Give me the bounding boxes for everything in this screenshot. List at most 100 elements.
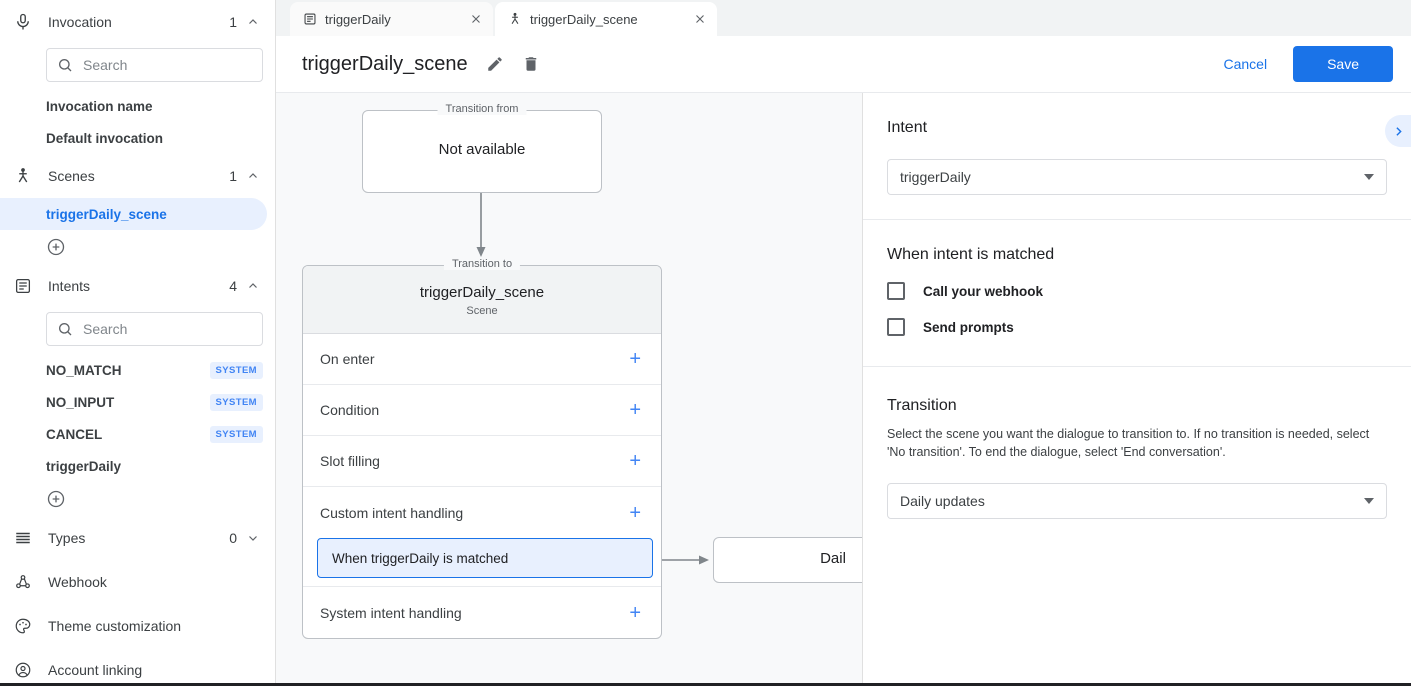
- status-badge: SYSTEM: [209, 393, 263, 411]
- intent-select[interactable]: triggerDaily: [887, 159, 1387, 195]
- trash-icon[interactable]: [522, 55, 540, 73]
- chevron-up-icon[interactable]: [247, 170, 259, 182]
- add-condition-icon[interactable]: +: [629, 399, 641, 421]
- scene-node: Transition to triggerDaily_scene Scene O…: [302, 258, 662, 639]
- content-body: Transition from Not available Transition…: [276, 93, 1411, 686]
- sidebar-item-label: triggerDaily_scene: [46, 206, 167, 222]
- scene-row-label: Condition: [320, 402, 380, 418]
- intent-handler-chip[interactable]: When triggerDaily is matched: [317, 538, 653, 578]
- page-header: triggerDaily_scene Cancel Save: [276, 36, 1411, 93]
- tab-label: triggerDaily_scene: [530, 11, 638, 27]
- horizontal-scrollbar[interactable]: [0, 683, 1411, 686]
- scene-row-label: System intent handling: [320, 604, 462, 621]
- tab-triggerdaily[interactable]: triggerDaily: [290, 2, 493, 36]
- sidebar-section-label: Scenes: [48, 168, 95, 184]
- sidebar-item-invocation-name[interactable]: Invocation name: [0, 90, 275, 122]
- transition-target-value: Dail: [820, 550, 846, 567]
- chevron-down-icon: [1364, 498, 1374, 505]
- scene-row-label: Custom intent handling: [320, 504, 464, 521]
- transition-to-legend: Transition to: [443, 258, 521, 270]
- scene-row-system-intent-handling[interactable]: System intent handling +: [303, 587, 661, 638]
- sidebar-item-cancel[interactable]: CANCEL SYSTEM: [0, 418, 275, 450]
- intents-search-input[interactable]: [83, 321, 252, 337]
- add-on-enter-icon[interactable]: +: [629, 348, 641, 370]
- checkbox-label: Call your webhook: [923, 283, 1044, 299]
- scene-row-custom-intent-handling[interactable]: Custom intent handling +: [303, 487, 661, 538]
- intents-icon: [14, 277, 40, 295]
- close-icon[interactable]: [693, 12, 707, 26]
- transition-select-value: Daily updates: [900, 493, 985, 510]
- add-scene-icon[interactable]: [46, 237, 66, 257]
- main-area: triggerDaily triggerDaily_scene triggerD…: [276, 0, 1411, 686]
- tab-triggerdaily-scene[interactable]: triggerDaily_scene: [495, 2, 717, 36]
- sidebar-section-types[interactable]: Types 0: [0, 516, 275, 560]
- save-button[interactable]: Save: [1293, 46, 1393, 82]
- account-icon: [14, 661, 40, 679]
- scene-row-condition[interactable]: Condition +: [303, 385, 661, 436]
- cancel-button[interactable]: Cancel: [1207, 48, 1283, 80]
- sidebar-item-triggerdaily-scene[interactable]: triggerDaily_scene: [0, 198, 267, 230]
- chevron-up-icon[interactable]: [247, 16, 259, 28]
- transition-heading: Transition: [887, 397, 957, 414]
- sidebar-section-intents[interactable]: Intents 4: [0, 264, 275, 308]
- sidebar-section-scenes[interactable]: Scenes 1: [0, 154, 275, 198]
- close-icon[interactable]: [469, 12, 483, 26]
- scene-node-name: triggerDaily_scene: [419, 284, 545, 301]
- add-intent-icon[interactable]: [46, 489, 66, 509]
- sidebar-item-default-invocation[interactable]: Default invocation: [0, 122, 275, 154]
- transition-select[interactable]: Daily updates: [887, 483, 1387, 520]
- sidebar-item-no-input[interactable]: NO_INPUT SYSTEM: [0, 386, 275, 418]
- transition-target-node: Tr Dail: [713, 537, 862, 583]
- sidebar-item-label: Account linking: [48, 662, 143, 678]
- scene-row-on-enter[interactable]: On enter +: [303, 334, 661, 385]
- add-system-intent-icon[interactable]: +: [629, 601, 641, 624]
- transition-from-value: Not available: [438, 141, 526, 158]
- intents-search-wrap: [0, 308, 275, 354]
- scene-row-slot-filling[interactable]: Slot filling +: [303, 436, 661, 487]
- transition-from-node: Transition from Not available: [362, 103, 602, 193]
- sidebar-item-label: NO_INPUT: [46, 394, 115, 410]
- sidebar-item-label: Default invocation: [46, 130, 164, 146]
- search-icon: [57, 321, 73, 337]
- checkbox-box[interactable]: [887, 282, 905, 300]
- pencil-icon[interactable]: [486, 55, 504, 73]
- invocation-search-box[interactable]: [46, 48, 263, 82]
- scene-graph-canvas[interactable]: Transition from Not available Transition…: [276, 93, 863, 686]
- sidebar-item-label: Theme customization: [48, 618, 182, 634]
- sidebar-item-label: CANCEL: [46, 426, 103, 442]
- chevron-down-icon: [1364, 174, 1374, 180]
- sidebar-section-invocation[interactable]: Invocation 1: [0, 0, 275, 44]
- sidebar-item-label: Webhook: [48, 574, 107, 590]
- scenes-icon: [14, 167, 40, 185]
- sidebar-item-account-linking[interactable]: Account linking: [0, 648, 275, 686]
- status-badge: SYSTEM: [209, 361, 263, 379]
- checkbox-box[interactable]: [887, 318, 905, 336]
- chevron-down-icon[interactable]: [247, 532, 259, 544]
- scene-row-label: Slot filling: [320, 453, 380, 469]
- checkbox-call-your-webhook[interactable]: Call your webhook: [887, 282, 1387, 300]
- sidebar-section-count: 1: [229, 14, 237, 30]
- intent-section: Intent triggerDaily: [863, 93, 1411, 220]
- properties-panel: Intent triggerDaily When intent is match…: [863, 93, 1411, 686]
- intents-search-box[interactable]: [46, 312, 263, 346]
- palette-icon: [14, 617, 40, 635]
- checkbox-send-prompts[interactable]: Send prompts: [887, 318, 1387, 336]
- sidebar-section-count: 0: [229, 530, 237, 546]
- sidebar-section-count: 1: [229, 168, 237, 184]
- sidebar-item-webhook[interactable]: Webhook: [0, 560, 275, 604]
- add-custom-intent-icon[interactable]: +: [629, 501, 641, 524]
- sidebar-item-theme-customization[interactable]: Theme customization: [0, 604, 275, 648]
- transition-description: Select the scene you want the dialogue t…: [887, 427, 1370, 460]
- matched-heading: When intent is matched: [887, 246, 1055, 263]
- sidebar-item-triggerdaily[interactable]: triggerDaily: [0, 450, 275, 482]
- sidebar-section-label: Invocation: [48, 14, 112, 30]
- chevron-right-icon[interactable]: [1385, 115, 1411, 147]
- invocation-search-input[interactable]: [83, 57, 252, 73]
- add-scene-row: [0, 230, 275, 264]
- sidebar-item-no-match[interactable]: NO_MATCH SYSTEM: [0, 354, 275, 386]
- add-slot-filling-icon[interactable]: +: [629, 450, 641, 472]
- sidebar: Invocation 1 Invocation name Default inv…: [0, 0, 276, 686]
- page-title: triggerDaily_scene: [302, 52, 468, 75]
- invocation-search-wrap: [0, 44, 275, 90]
- chevron-up-icon[interactable]: [247, 280, 259, 292]
